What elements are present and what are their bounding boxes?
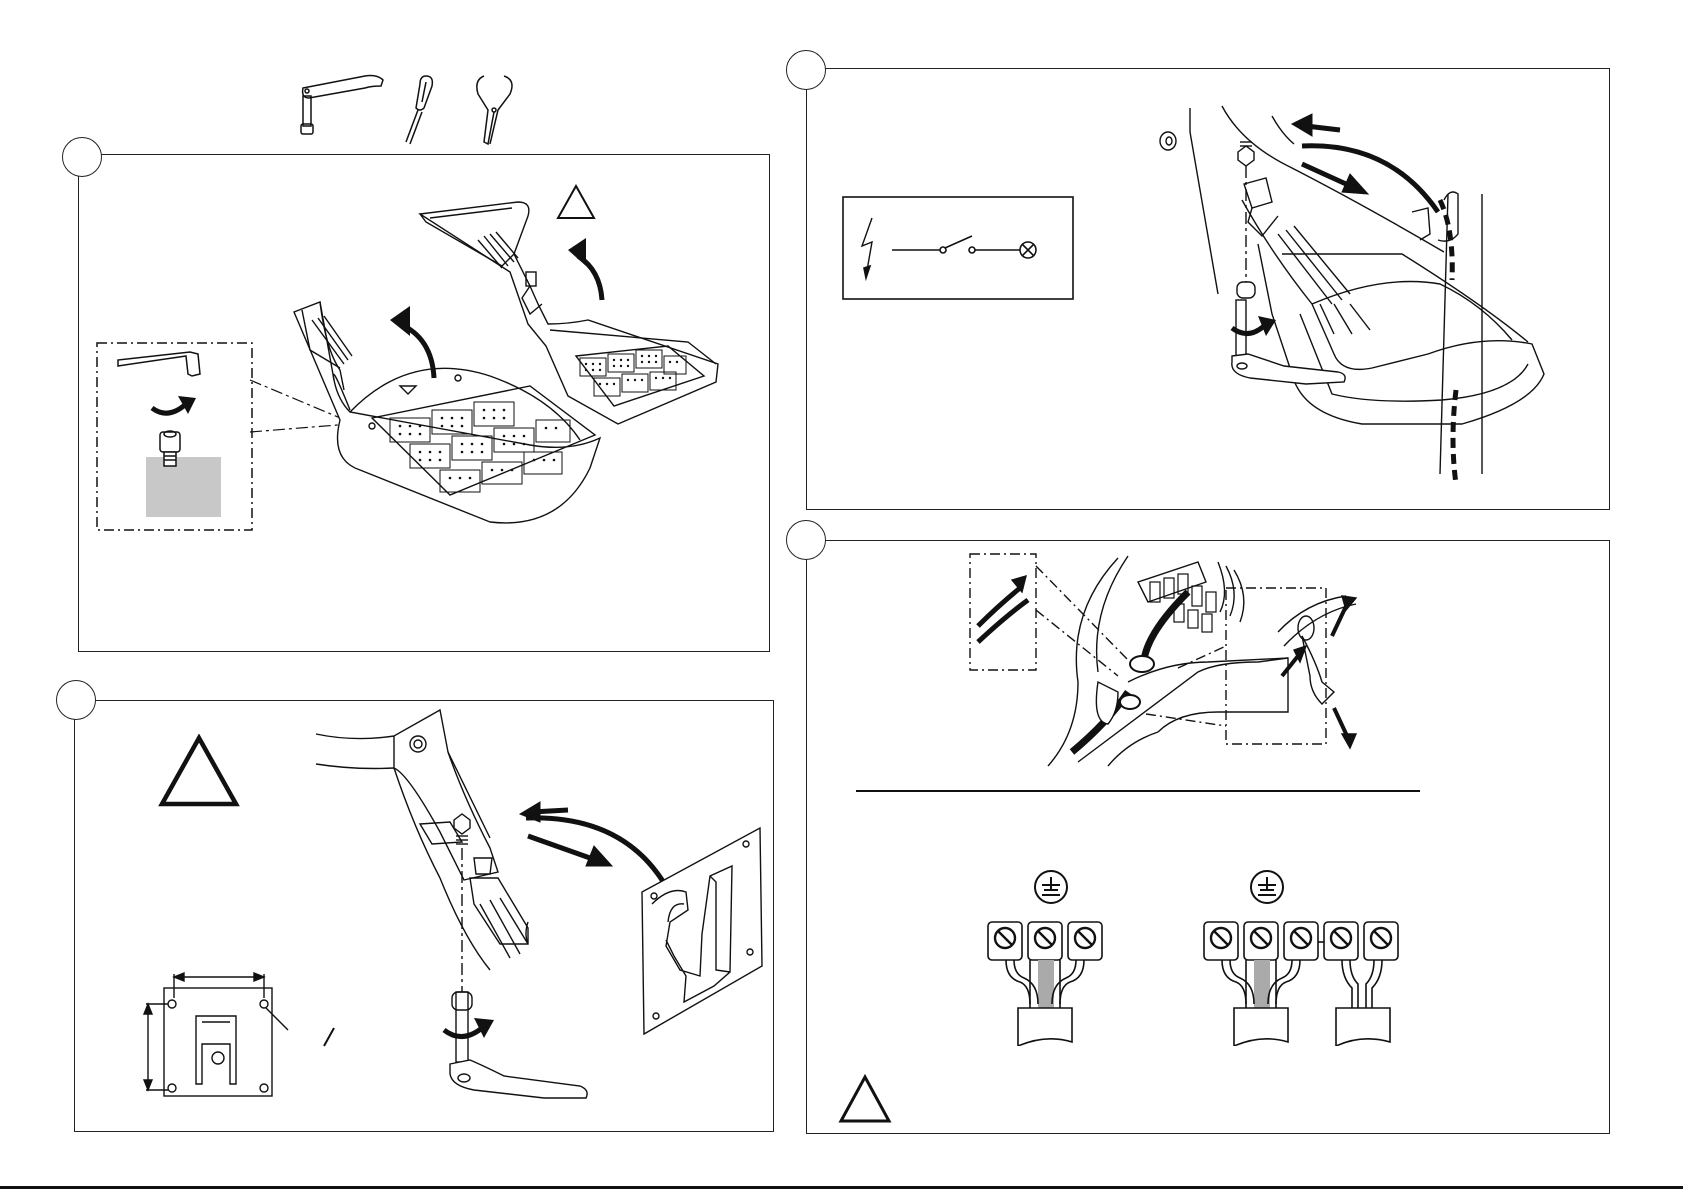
step-badge-4: [786, 520, 826, 560]
step-badge-2: [56, 680, 96, 720]
mounting-bracket-icon: [640, 826, 766, 1036]
slash-mark-icon: [322, 1026, 336, 1048]
pliers-icon: [470, 72, 520, 147]
insert-arrows-icon: [1290, 112, 1440, 222]
ground-symbol-icon: [1248, 868, 1286, 906]
pole-dashed-line-icon: [1430, 190, 1470, 490]
terminal-block-icon: [986, 918, 1106, 1046]
ground-symbol-icon: [1032, 868, 1070, 906]
warning-triangle-icon: [556, 184, 596, 220]
luminaire-raised-icon: [418, 196, 738, 436]
rotate-arrow-icon: [1228, 310, 1278, 342]
rotate-arrow-icon: [440, 1010, 496, 1046]
screw-icon: [1234, 140, 1258, 300]
divider-line: [856, 790, 1420, 792]
terminal-block-icon: [1202, 918, 1426, 1046]
dimension-plate-icon: [140, 968, 290, 1108]
cable-tie-icon: [1276, 592, 1366, 752]
power-off-symbol-icon: [842, 196, 1074, 300]
screwdriver-icon: [400, 72, 440, 147]
step-badge-3: [786, 50, 826, 90]
warning-triangle-icon: [838, 1074, 892, 1124]
bottom-edge-line: [0, 1186, 1683, 1189]
warning-triangle-icon: [158, 734, 240, 808]
lift-arrow-icon: [566, 236, 612, 302]
washer-icon: [1158, 130, 1178, 152]
